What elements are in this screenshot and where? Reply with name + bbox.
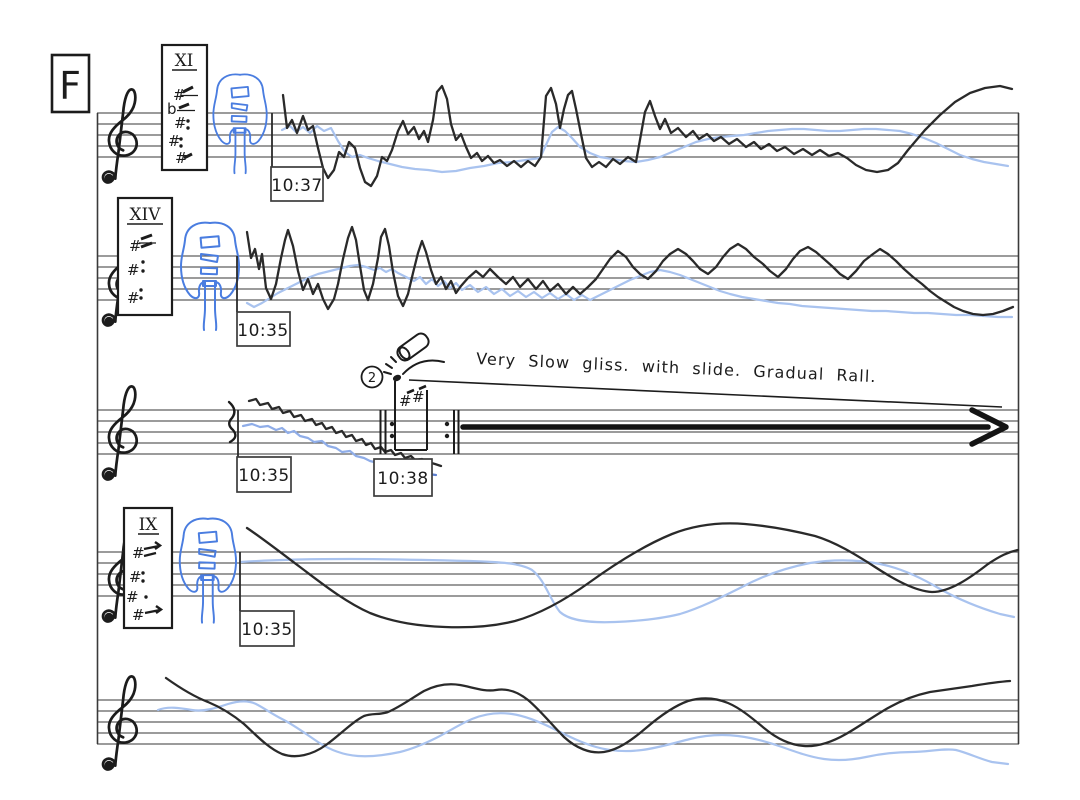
accidental: # <box>126 588 139 606</box>
svg-text:2: 2 <box>368 371 376 386</box>
measure-barlines <box>236 113 273 611</box>
chord-box-XIV: XIV # # # <box>116 196 174 317</box>
timestamp-box-2: 10:35 <box>236 311 291 347</box>
gliss-annotation-text: Very Slow gliss. with slide. Gradual Ral… <box>476 349 877 386</box>
treble-clef-5 <box>101 675 139 771</box>
wave-blue-2 <box>245 263 1014 319</box>
accidental: # <box>173 86 186 104</box>
accidental: # <box>399 392 412 410</box>
svg-text:10:35: 10:35 <box>241 620 293 640</box>
treble-clef-3 <box>101 385 139 481</box>
gliss-arrow <box>460 407 1009 447</box>
accidental: # <box>174 114 187 132</box>
chord-box-IX: IX # # # # <box>122 506 174 630</box>
accidental: # <box>412 388 425 406</box>
staircase-black <box>247 397 443 468</box>
svg-text:10:38: 10:38 <box>377 469 429 489</box>
wave-black-4 <box>245 522 1020 629</box>
gliss-diagonal-line <box>408 379 1003 408</box>
slide-cylinder-icon <box>396 332 430 362</box>
timestamp-box-3: 10:35 <box>236 456 292 493</box>
wave-black-2 <box>245 225 1015 317</box>
accidental: # <box>127 261 140 279</box>
accidental: # <box>127 289 140 307</box>
rehearsal-mark-label: F <box>59 64 81 108</box>
chord-noteheads <box>139 233 156 300</box>
chord-box-XI: XI # b # # # <box>160 43 209 172</box>
accidental: # <box>132 544 145 562</box>
chord-numeral-IX: IX <box>139 515 159 535</box>
chord-numeral-XI: XI <box>175 51 194 71</box>
guitar-sketch-2 <box>180 221 240 331</box>
bracket-accidentals: # # <box>399 384 427 410</box>
svg-text:10:35: 10:35 <box>238 466 290 486</box>
chord-noteheads <box>141 541 164 615</box>
repeat-start-barline <box>379 410 395 454</box>
chord-noteheads <box>177 85 198 160</box>
rehearsal-mark-box: F <box>50 53 91 114</box>
treble-clef-1 <box>101 88 139 184</box>
accidental: # <box>132 606 145 624</box>
timestamp-box-5: 10:35 <box>239 610 295 647</box>
accidental: # <box>168 132 181 150</box>
accidental: # <box>129 568 142 586</box>
wave-blue-5 <box>156 700 1010 766</box>
timestamp-box-1: 10:37 <box>270 166 324 202</box>
quarter-rest <box>227 400 237 444</box>
wave-black-1 <box>281 84 1014 188</box>
wave-blue-1 <box>280 124 1010 174</box>
timestamp-box-4: 10:38 <box>373 458 433 497</box>
bend-arc <box>402 359 445 375</box>
guitar-sketch-3 <box>178 517 237 624</box>
circled-repeat-number: 2 <box>360 365 384 389</box>
wave-black-5 <box>164 676 1012 758</box>
repeat-end-barline <box>444 410 460 454</box>
svg-text:10:37: 10:37 <box>271 176 323 196</box>
accidental: # <box>129 237 142 255</box>
wave-blue-4 <box>239 557 1016 624</box>
svg-text:10:35: 10:35 <box>237 321 289 341</box>
chord-numeral-XIV: XIV <box>129 205 161 225</box>
repeated-note-bracket <box>392 374 428 451</box>
accidental: # <box>175 149 188 167</box>
accidental: b <box>167 100 177 118</box>
sparkle-dashes <box>383 356 397 375</box>
system-barlines <box>96 113 1020 744</box>
